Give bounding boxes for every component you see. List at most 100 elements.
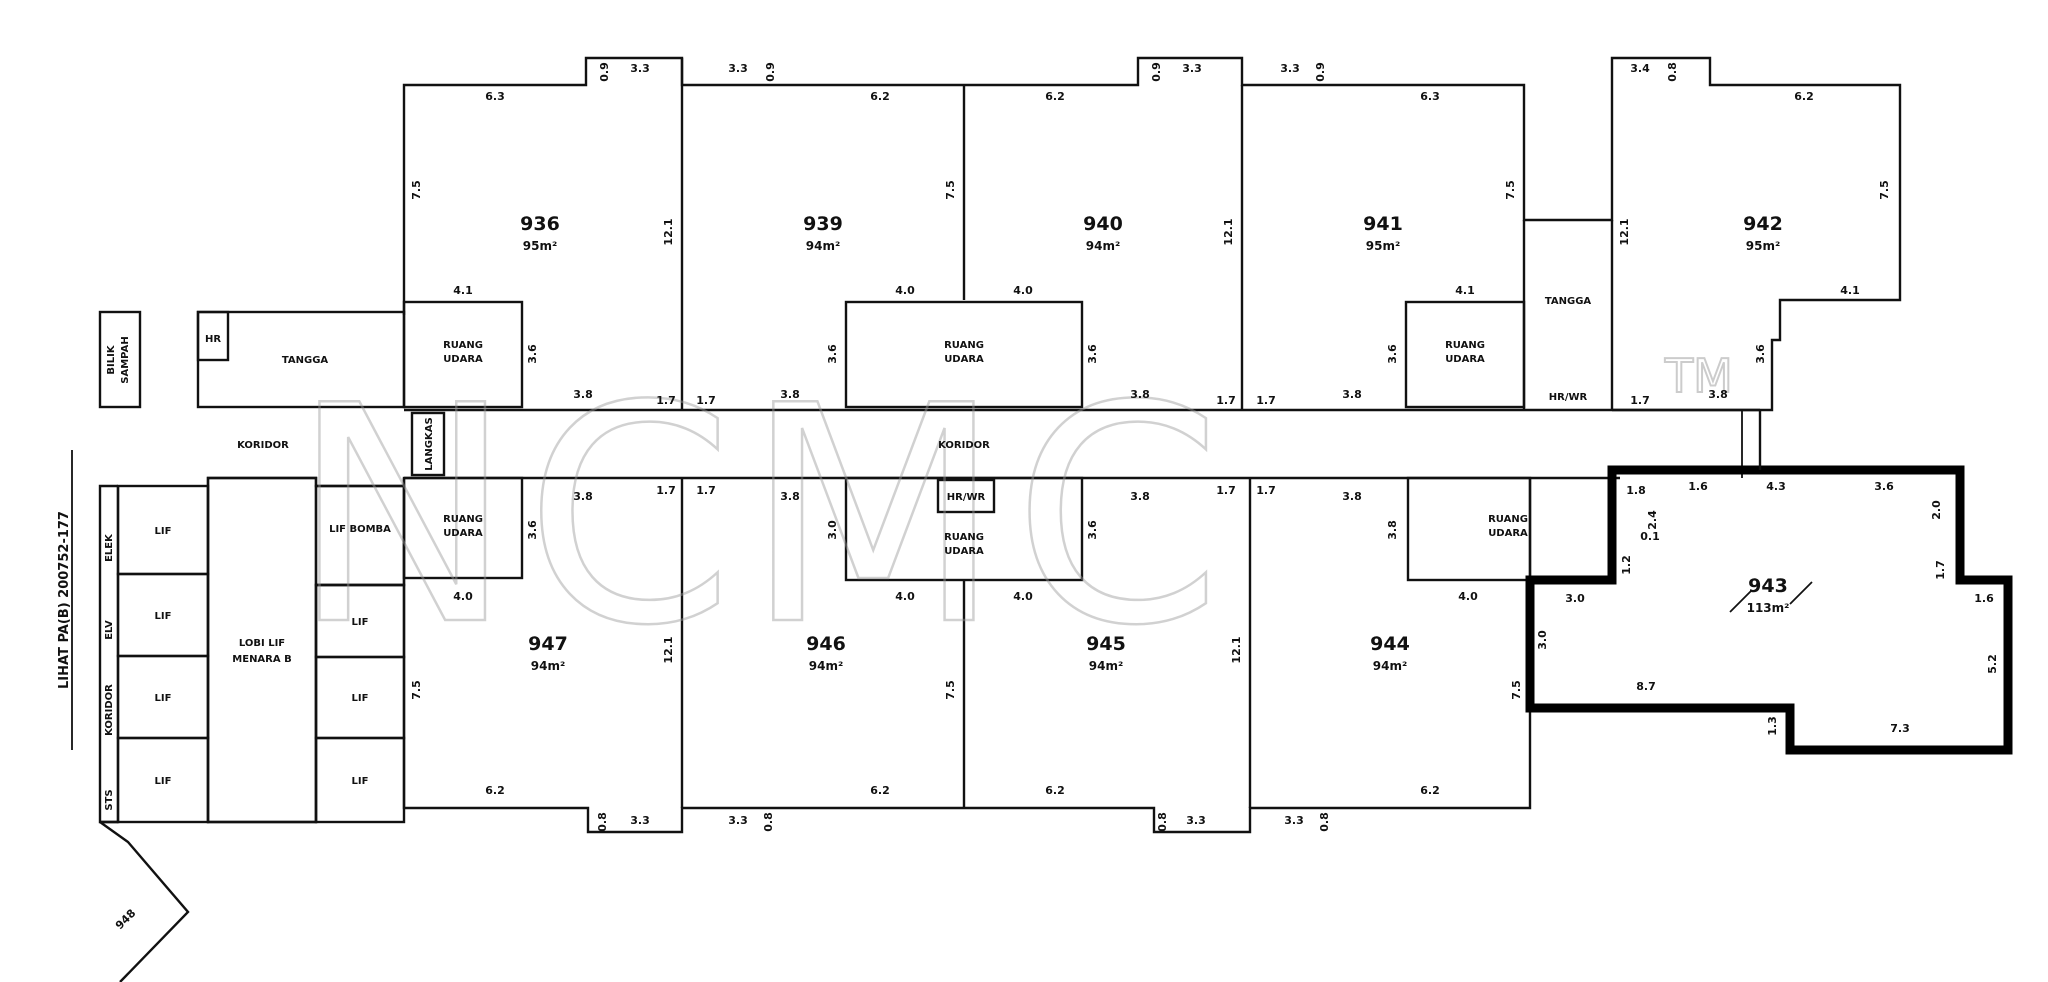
tangga-label-left: TANGGA [282,355,329,366]
dim-936-notch-w: 3.3 [630,62,650,75]
udara-label-2: UDARA [944,354,984,365]
unit-number-940: 940 [1083,213,1123,235]
dim-940-notch-w: 3.3 [1182,62,1202,75]
dim-941-notch-w: 3.3 [1280,62,1300,75]
dim-943-30-side: 3.0 [1536,630,1549,650]
dim-939-notch-h: 0.9 [764,62,777,82]
ruang-label-1: RUANG [443,340,483,351]
dim-942-17: 1.7 [1630,394,1650,407]
dim-936-depth: 12.1 [662,218,675,245]
dim-941-height: 7.5 [1504,180,1517,200]
dim-943-73: 7.3 [1890,722,1910,735]
dim-944-bottom-width: 6.2 [1420,784,1440,797]
dim-aw5-bottom-right: 4.0 [1013,590,1033,603]
dim-943-43: 4.3 [1766,480,1786,493]
dim-943-13: 1.3 [1766,716,1779,736]
dim-943-52: 5.2 [1986,654,1999,674]
dim-936-top-width: 6.3 [485,90,505,103]
dim-942-height: 7.5 [1878,180,1891,200]
dim-943-12: 1.2 [1620,555,1633,575]
dim-943-20: 2.0 [1930,500,1943,520]
unit-labels: 936 95m² 939 94m² 940 94m² 941 95m² 942 … [113,213,1813,932]
dim-947-38: 3.8 [573,490,593,503]
dim-940-top-width: 6.2 [1045,90,1065,103]
langkas-box [410,411,446,477]
ruang-label-3: RUANG [1445,340,1485,351]
dim-944-38: 3.8 [1342,490,1362,503]
dim-943-17: 1.7 [1934,560,1947,580]
dim-947-bottom-width: 6.2 [485,784,505,797]
unit-number-942: 942 [1743,213,1783,235]
watermark-text: NCMC [290,342,1232,691]
menara-b-label: MENARA B [232,654,291,665]
dim-943-01: 0.1 [1640,530,1660,543]
room-labels: RUANG UDARA RUANG UDARA RUANG UDARA RUAN… [57,296,1591,811]
dim-944-notch-h: 0.8 [1318,812,1331,832]
lif-label-r4: LIF [352,776,369,787]
dim-aw3-top: 4.1 [1455,284,1475,297]
udara-label-1: UDARA [443,354,483,365]
ruang-label-5: RUANG [944,532,984,543]
unit-area-943: 113m² [1747,601,1790,615]
elek-label: ELEK [104,533,115,562]
dim-aw2-top-left: 4.0 [895,284,915,297]
lif-label-l4: LIF [155,776,172,787]
dim-944-notch-w: 3.3 [1284,814,1304,827]
dim-942-depth: 12.1 [1618,218,1631,245]
lif-label-l2: LIF [155,611,172,622]
sampah-label: SAMPAH [120,336,131,383]
dim-aw3-36: 3.6 [1386,344,1399,364]
dim-940-17: 1.7 [1216,394,1236,407]
dim-943-16-right: 1.6 [1974,592,1994,605]
dim-947-depth: 12.1 [662,636,675,663]
dim-946-notch-w: 3.3 [728,814,748,827]
dim-aw6-38: 3.8 [1386,520,1399,540]
unit-number-948: 948 [113,907,138,932]
hr-wr-label-center: HR/WR [947,492,986,503]
elv-label: ELV [104,620,115,640]
dim-942-top-width: 6.2 [1794,90,1814,103]
dim-947-17: 1.7 [656,484,676,497]
dim-940-38: 3.8 [1130,388,1150,401]
tangga-label-right: TANGGA [1545,296,1592,307]
unit-943-outline [1525,465,2013,755]
unit-area-940: 94m² [1086,239,1120,253]
lobi-lif-label: LOBI LIF [239,638,285,649]
dim-944-height: 7.5 [1510,680,1523,700]
dimension-labels: 6.3 6.2 6.2 6.3 6.2 3.3 0.9 3.3 0.9 3.3 … [410,62,1999,832]
dim-943-30-top: 3.0 [1565,592,1585,605]
lif-label-l3: LIF [155,693,172,704]
dim-aw5-30: 3.0 [826,520,839,540]
dim-940-depth: 12.1 [1222,218,1235,245]
air-well-941 [1404,300,1526,409]
dim-936-17: 1.7 [656,394,676,407]
dim-943-16-top: 1.6 [1688,480,1708,493]
unit-area-939: 94m² [806,239,840,253]
dim-939-height: 7.5 [944,180,957,200]
bottom-building-outline [402,478,1532,834]
lif-label-r2: LIF [352,617,369,628]
unit-number-945: 945 [1086,633,1126,655]
sts-label: STS [104,789,115,810]
unit-number-944: 944 [1370,633,1410,655]
unit-area-946: 94m² [809,659,843,673]
dim-aw5-36: 3.6 [1086,520,1099,540]
dim-939-38: 3.8 [780,388,800,401]
hr-box-left [196,310,230,362]
dim-947-notch-h: 0.8 [596,812,609,832]
dim-946-38: 3.8 [780,490,800,503]
unit-number-946: 946 [806,633,846,655]
dim-942-notch-h: 0.8 [1666,62,1679,82]
dim-aw1-36: 3.6 [526,344,539,364]
udara-label-3: UDARA [1445,354,1485,365]
dim-936-height: 7.5 [410,180,423,200]
ruang-label-2: RUANG [944,340,984,351]
bilik-label: BILIK [106,344,117,374]
unit-area-941: 95m² [1366,239,1400,253]
dim-945-notch-h: 0.8 [1156,812,1169,832]
hr-wr-box [936,478,996,514]
ruang-label-4: RUANG [443,514,483,525]
unit-948-outline [99,821,190,982]
dim-945-depth: 12.1 [1230,636,1243,663]
dim-946-notch-h: 0.8 [762,812,775,832]
